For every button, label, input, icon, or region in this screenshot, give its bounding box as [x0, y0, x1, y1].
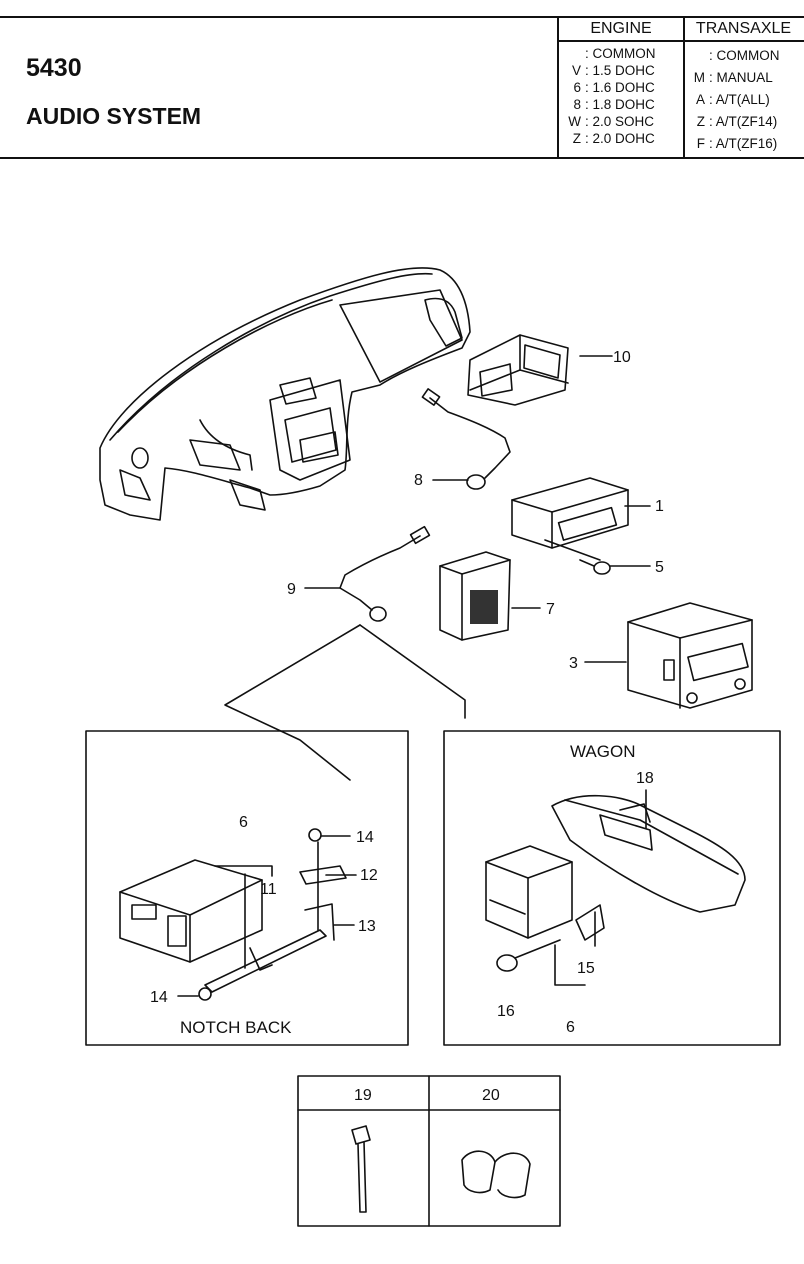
transaxle-code-row: : COMMON: [709, 48, 780, 63]
callout-16: 16: [497, 1003, 515, 1020]
instrument-panel-drawing: [99, 267, 471, 521]
engine-code-row: W: 2.0 SOHC: [568, 114, 655, 129]
transaxle-code-row: M: MANUAL: [693, 70, 773, 85]
callout-15: 15: [577, 960, 595, 977]
screw-drawing: [579, 559, 611, 575]
cd-changer-wagon-drawing: [485, 845, 573, 939]
callout-10: 10: [613, 349, 631, 366]
transaxle-code-row: A: A/T(ALL): [695, 92, 770, 107]
clip-drawing: [461, 1150, 531, 1199]
callout-5: 5: [655, 559, 664, 576]
callout-18: 18: [636, 770, 654, 787]
engine-legend: ENGINE : COMMON V: 1.5 DOHC 6: 1.6 DOHC …: [557, 18, 685, 157]
bolt-drawing: [496, 939, 561, 972]
callout-14-bottom: 14: [150, 989, 168, 1006]
callout-13: 13: [358, 918, 376, 935]
callout-8: 8: [414, 472, 423, 489]
engine-code-row: : COMMON: [585, 46, 656, 61]
accessory-19-header: 19: [354, 1087, 372, 1104]
engine-code-row: V: 1.5 DOHC: [571, 63, 655, 78]
accessory-20-header: 20: [482, 1087, 500, 1104]
notch-back-label: NOTCH BACK: [180, 1018, 292, 1037]
callout-6-notch: 6: [239, 814, 248, 831]
wagon-bracket-drawing: [554, 904, 605, 986]
cable-drawing: [339, 525, 431, 622]
callout-7: 7: [546, 601, 555, 618]
cd-changer-notch-drawing: [119, 859, 263, 963]
engine-header: ENGINE: [559, 18, 683, 42]
callout-12: 12: [360, 867, 378, 884]
notch-back-panel: [85, 730, 409, 1046]
engine-code-row: 6: 1.6 DOHC: [573, 80, 655, 95]
radio-unit-drawing: [511, 477, 629, 561]
callout-9: 9: [287, 581, 296, 598]
transaxle-code-row: Z: A/T(ZF14): [696, 114, 778, 129]
transaxle-code-row: F: A/T(ZF16): [696, 136, 778, 151]
antenna-cable-drawing: [421, 388, 511, 490]
section-number: 5430: [26, 54, 82, 82]
mount-bracket-drawing: [198, 828, 347, 1001]
wagon-label: WAGON: [570, 742, 635, 761]
bracket-drawing: [467, 334, 569, 406]
engine-code-row: 8: 1.8 DOHC: [573, 97, 655, 112]
cassette-radio-drawing: [627, 602, 753, 709]
callout-11: 11: [260, 881, 277, 898]
console-tray-drawing: [551, 794, 746, 913]
wagon-panel: [443, 730, 781, 1046]
transaxle-header: TRANSAXLE: [683, 18, 804, 42]
changer-bracket-drawing: [204, 929, 327, 993]
engine-code-row: Z: 2.0 DOHC: [572, 131, 655, 146]
transaxle-legend: TRANSAXLE : COMMON M: MANUAL A: A/T(ALL)…: [683, 18, 804, 157]
section-title: AUDIO SYSTEM: [26, 103, 202, 129]
callout-14-top: 14: [356, 829, 374, 846]
header-block: 5430 AUDIO SYSTEM ENGINE : COMMON V: 1.5…: [0, 16, 804, 159]
cable-tie-drawing: [351, 1125, 371, 1213]
callout-3: 3: [569, 655, 578, 672]
callout-6-wagon: 6: [566, 1019, 575, 1036]
module-drawing: [439, 551, 511, 641]
callout-1: 1: [655, 498, 664, 515]
